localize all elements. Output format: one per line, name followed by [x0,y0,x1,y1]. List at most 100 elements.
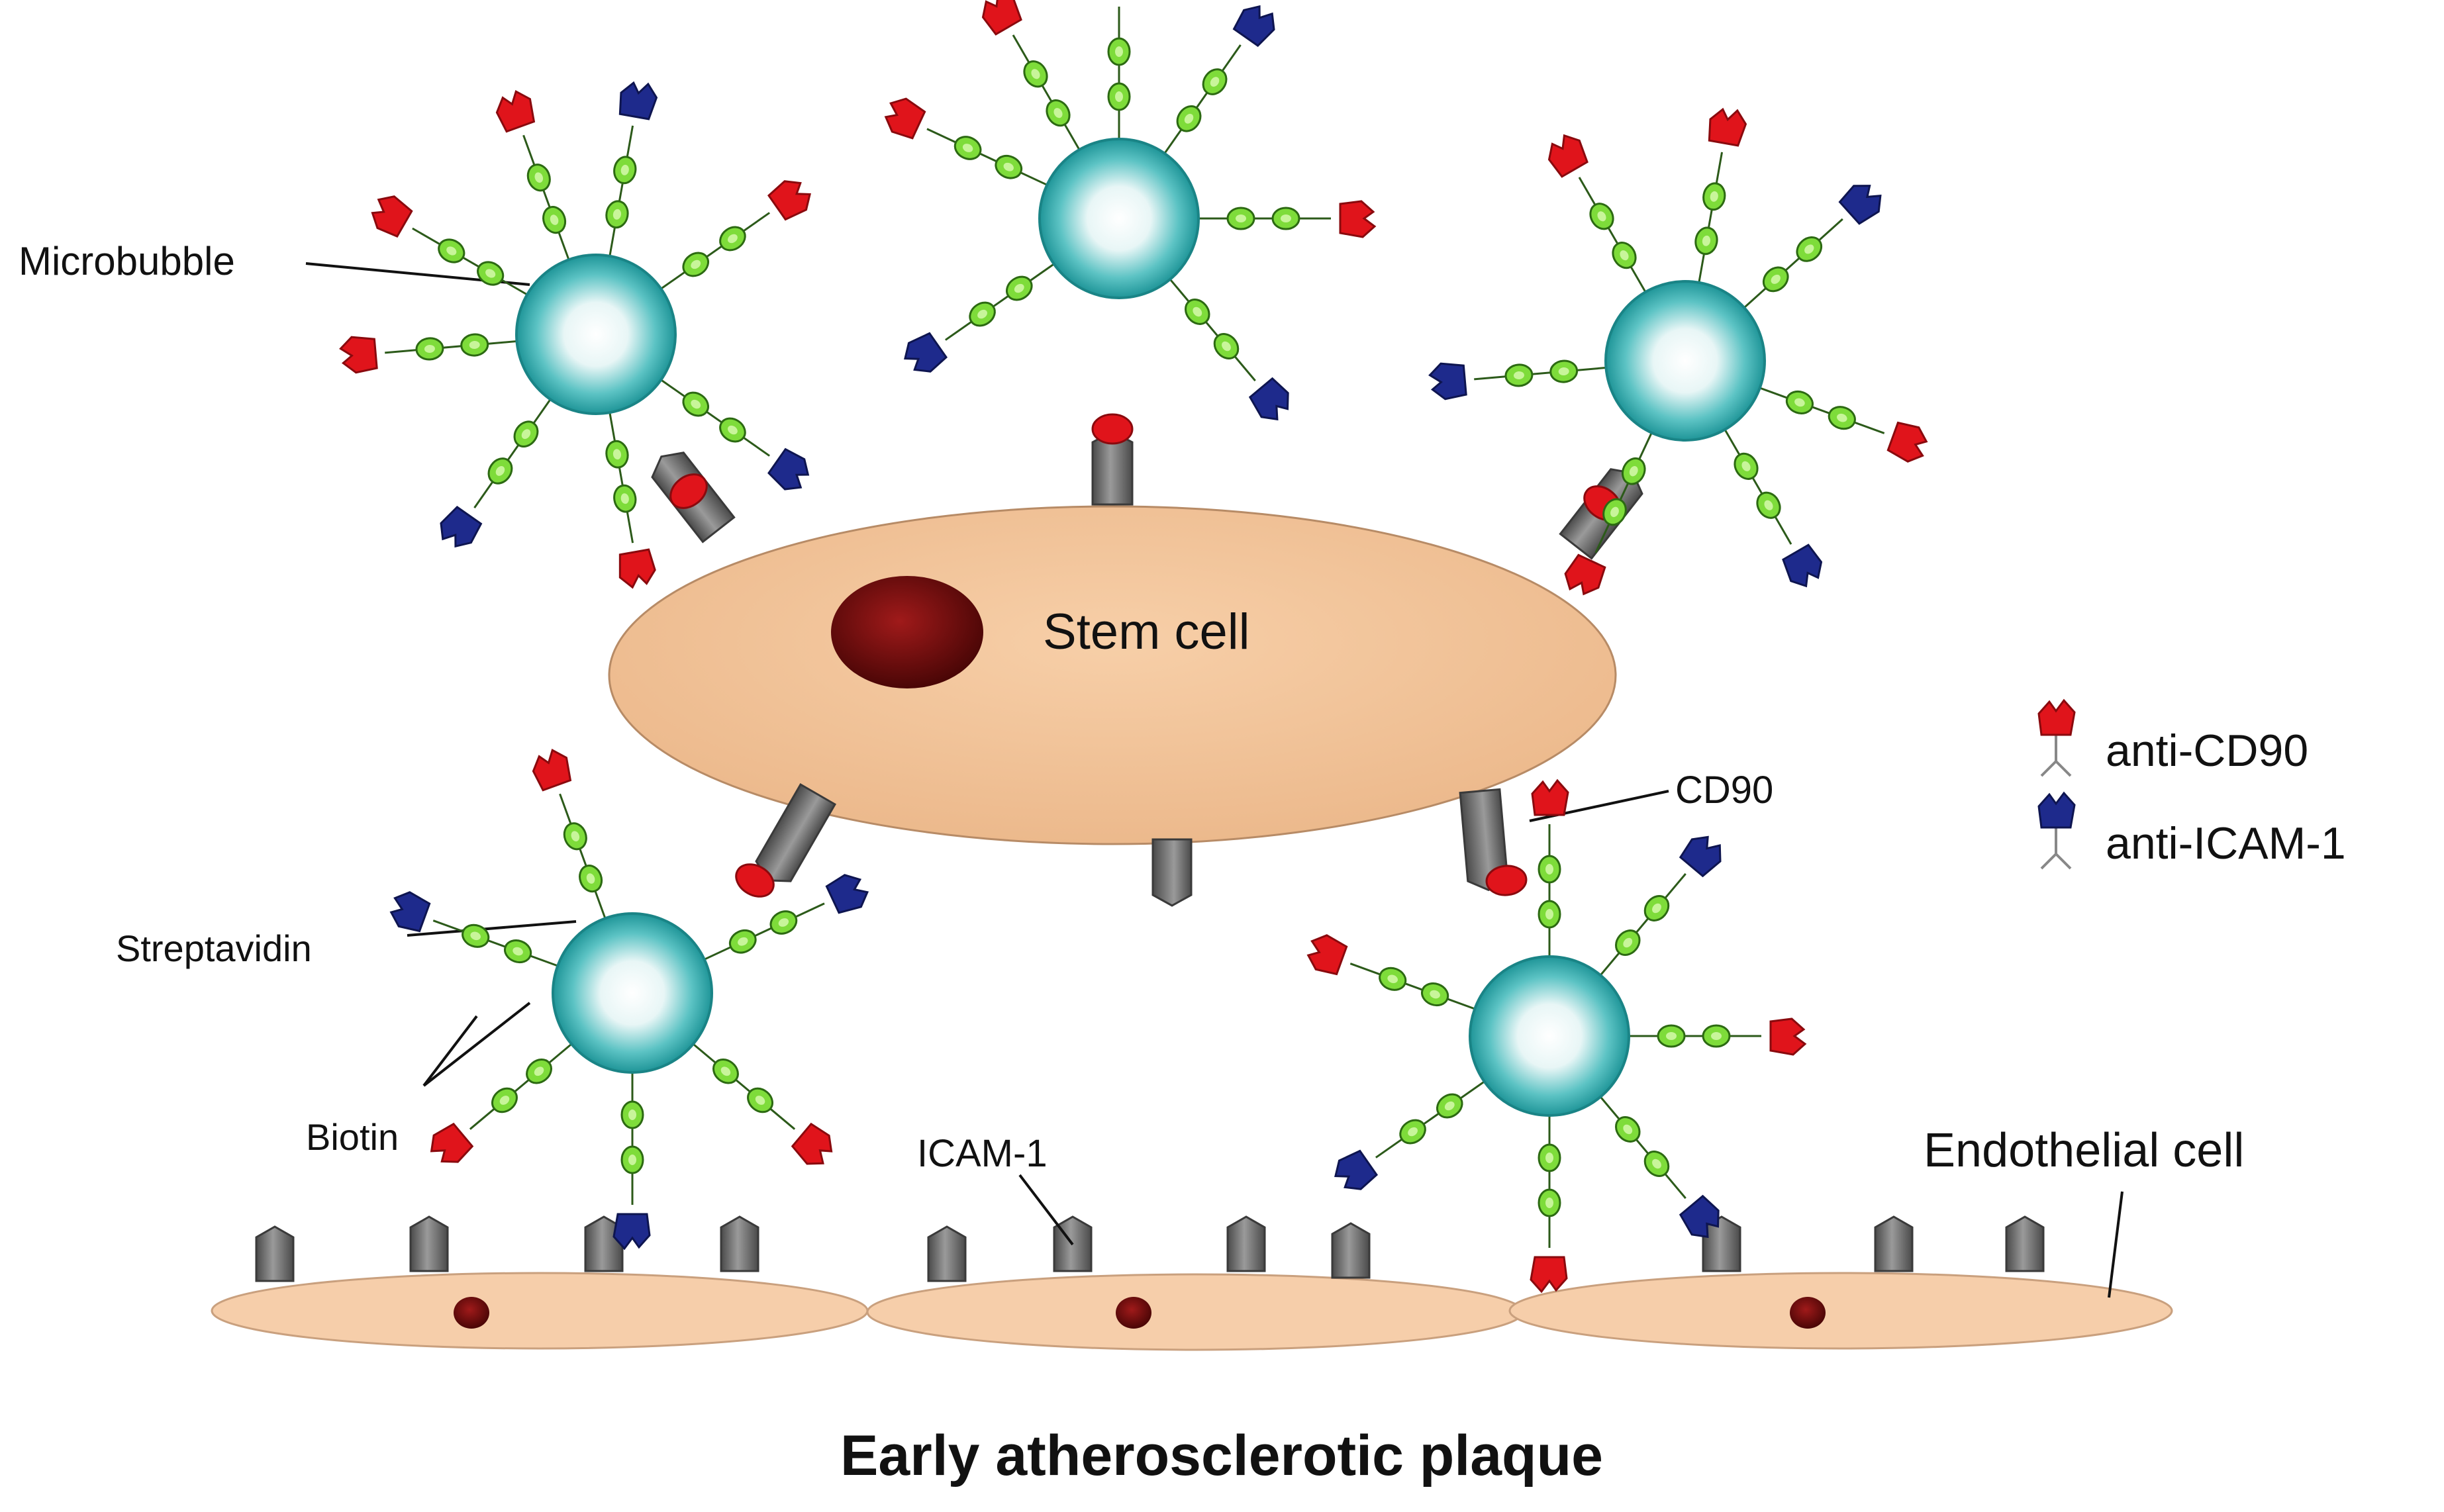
streptavidin-bead [995,154,1023,179]
endothelial-leader [2108,1191,2124,1298]
microbubble-3-linker-6 [1428,359,1610,401]
biotin-bead [526,164,551,192]
icam1-receptor [1874,1215,1914,1272]
biotin-bead [620,1145,644,1174]
biotin-leader-2 [422,1002,531,1087]
streptavidin-bead [1762,266,1789,293]
streptavidin-bead [1612,242,1637,269]
streptavidin-bead [504,939,532,964]
endothelial-cell-3 [1508,1272,2173,1350]
anti-icam1-antibody [440,506,483,548]
legend-anti-cd90-icon [2037,698,2076,777]
biotin-bead [1643,1151,1670,1177]
biotin-bead [1023,60,1048,88]
anti-icam1-antibody [904,332,948,373]
icam1-receptor [2005,1215,2045,1272]
microbubble-4 [552,912,713,1074]
biotin-bead [719,417,746,443]
streptavidin-bead [712,1059,739,1084]
microbubble-1-linker-2 [657,180,811,292]
microbubble-5-linker-1 [1597,835,1722,979]
biotin-leader-1 [422,1015,478,1087]
microbubble-4-linker-1 [700,874,869,963]
microbubble-5-linker-4 [1530,1111,1568,1294]
microbubble-4-linker-3 [612,1068,651,1251]
diagram-title: Early atherosclerotic plaque [840,1424,1603,1488]
anti-icam1-antibody [767,448,810,491]
anti-cd90-antibody [371,195,413,238]
stem-cell-label: Stem cell [1043,604,1250,660]
anti-icam1-antibody [1428,362,1467,401]
streptavidin-bead [682,252,710,277]
streptavidin-bead [682,391,710,417]
anti-cd90-antibody [1769,1017,1807,1056]
icam1-receptor [720,1215,759,1272]
microbubble-5-linker-6 [1306,934,1479,1012]
streptavidin-bead [728,929,757,954]
biotin-bead [1756,491,1781,519]
biotin-bead [1504,363,1534,387]
anti-cd90-antibody [884,97,926,140]
anti-icam1-antibody [1334,1149,1379,1190]
microbubble-1 [515,254,677,415]
anti-icam1-antibody [1248,377,1289,421]
microbubble-2-linker-4 [1167,275,1289,421]
biotin-bead [1271,207,1300,230]
streptavidin-bead [579,865,603,893]
biotin-bead [491,1087,518,1113]
cd90-receptor [1459,788,1509,892]
streptavidin-bead [1421,982,1449,1007]
biotin-label: Biotin [306,1116,399,1158]
biotin-bead [747,1087,773,1113]
endothelial-cell-1 [211,1272,869,1350]
biotin-bead [1702,1024,1731,1048]
anti-cd90-antibody [1886,421,1928,463]
biotin-bead [1399,1119,1426,1145]
streptavidin-bead [477,261,505,286]
anti-cd90-antibody [339,336,378,374]
microbubble-3-linker-2 [1740,185,1882,311]
microbubble-5-linker-0 [1531,779,1569,961]
microbubble-1-linker-0 [495,89,571,264]
anti-cd90-antibody [791,1122,833,1165]
anti-cd90-antibody [1306,934,1348,976]
cd90-label: CD90 [1675,769,1773,812]
anti-cd90-antibody [1339,200,1377,238]
streptavidin-bead [1176,105,1202,132]
streptavidin-bead [1185,298,1210,325]
anti-cd90-antibody [1564,553,1606,596]
microbubble-2-linker-6 [884,97,1051,188]
streptavidin-bead [1694,226,1718,256]
streptavidin-bead [1005,275,1033,301]
biotin-bead [1107,37,1131,66]
streptavidin-bead [513,420,539,448]
microbubble-5-linker-3 [1597,1093,1720,1239]
anti-icam1-antibody [612,1213,651,1251]
streptavidin-bead [1549,359,1579,383]
microbubble-3-linker-0 [1547,134,1649,297]
endothelial-nucleus-2 [1116,1297,1151,1329]
icam1-receptor [1226,1215,1266,1272]
microbubble-1-linker-7 [371,195,532,298]
microbubble-2-linker-5 [904,261,1058,373]
microbubble-2-linker-3 [1195,200,1377,238]
text-labels: Microbubble CD90 Streptavidin Biotin ICA… [19,239,2346,1488]
streptavidin-bead [1538,1143,1561,1172]
streptavidin-bead [1107,82,1131,111]
streptavidin-bead [1046,99,1071,127]
stem-cell-nucleus [831,576,983,688]
biotin-bead [613,484,637,513]
icam1-receptor [584,1215,624,1272]
streptavidin-bead [526,1059,553,1084]
legend-anti-cd90-label: anti-CD90 [2106,726,2308,776]
biotin-bead [953,136,982,160]
biotin-bead [1643,895,1670,921]
streptavidin-bead [1734,452,1759,480]
icam1-leader [1018,1174,1074,1246]
icam1-receptor [927,1225,967,1282]
microbubble-label: Microbubble [19,239,235,283]
biotin-bead [415,337,444,361]
biotin-bead [769,910,798,935]
anti-cd90-antibody [1547,134,1589,178]
